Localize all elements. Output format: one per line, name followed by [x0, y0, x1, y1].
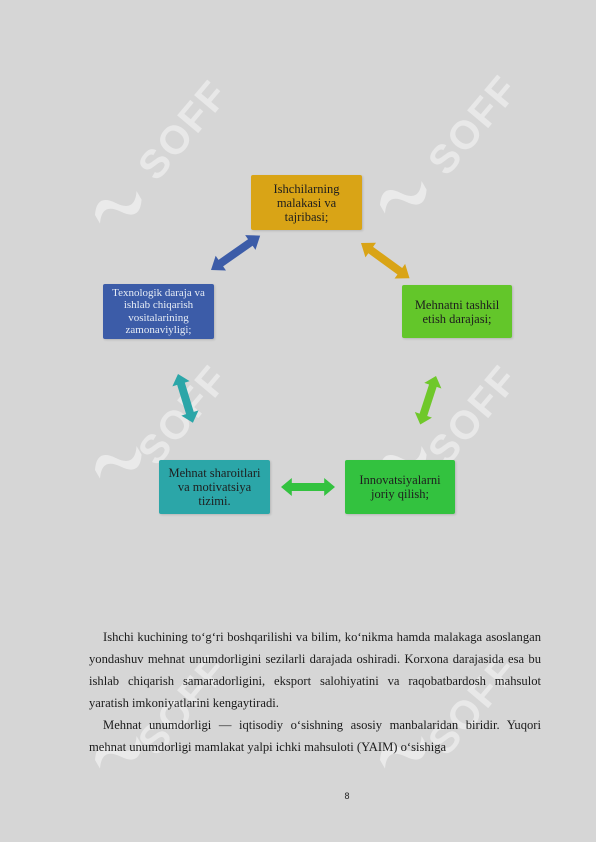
- arrow-left-bottom: [169, 371, 202, 426]
- arrow-top-left: [205, 228, 266, 278]
- body-text: Ishchi kuchining to‘g‘ri boshqarilishi v…: [89, 626, 541, 758]
- arrow-top-right: [355, 235, 415, 286]
- page-number: 8: [344, 791, 350, 801]
- paragraph: Mehnat unumdorligi — iqtisodiy o‘sishnin…: [89, 718, 541, 754]
- arrow-bottom: [281, 478, 335, 496]
- arrow-right-bottom: [411, 373, 445, 428]
- paragraph: Ishchi kuchining to‘g‘ri boshqarilishi v…: [89, 630, 541, 710]
